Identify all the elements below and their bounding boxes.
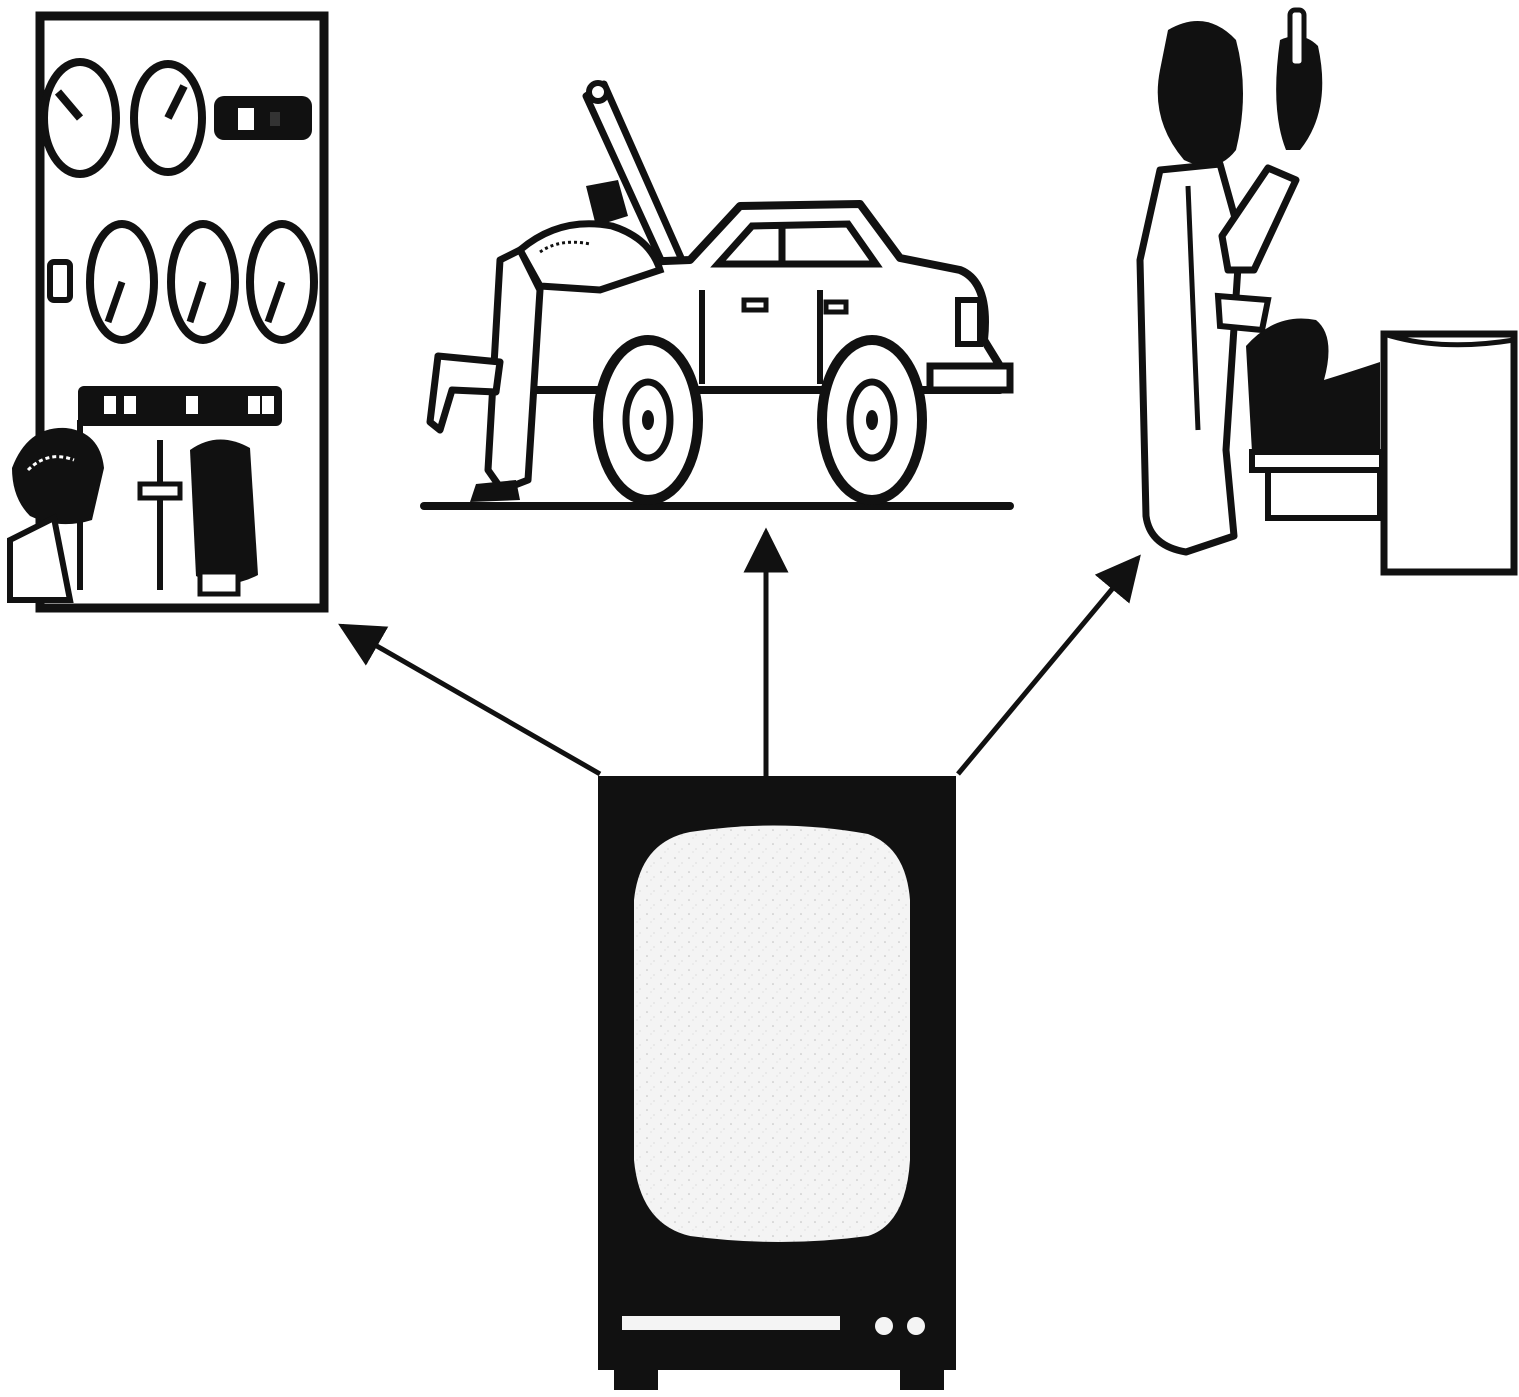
control-panel-illustration bbox=[7, 11, 329, 613]
gauge-icon bbox=[246, 220, 318, 344]
button-strip-icon bbox=[78, 386, 282, 426]
gauge-icon bbox=[40, 58, 120, 178]
arrow-tv-to-lab-technician bbox=[956, 554, 1141, 776]
lab-technician-illustration bbox=[1136, 7, 1518, 576]
arrow-tv-to-control-panel bbox=[338, 623, 602, 777]
mechanic-icon bbox=[426, 180, 665, 502]
car-repair-illustration bbox=[420, 80, 1014, 510]
wheel-icon bbox=[817, 335, 927, 505]
operator-hand-icon bbox=[7, 427, 104, 603]
television-illustration bbox=[598, 776, 956, 1390]
hand-on-control-icon bbox=[190, 439, 258, 597]
flow-arrows bbox=[338, 527, 1141, 777]
wheel-icon bbox=[593, 335, 703, 505]
gauge-icon bbox=[130, 60, 206, 176]
gauge-icon bbox=[86, 220, 158, 344]
indicator-light-icon bbox=[47, 259, 73, 303]
digital-display-icon bbox=[214, 96, 312, 140]
lab-bench-icon bbox=[1246, 318, 1518, 576]
knob-icon bbox=[875, 1317, 925, 1335]
gauge-icon bbox=[167, 220, 239, 344]
